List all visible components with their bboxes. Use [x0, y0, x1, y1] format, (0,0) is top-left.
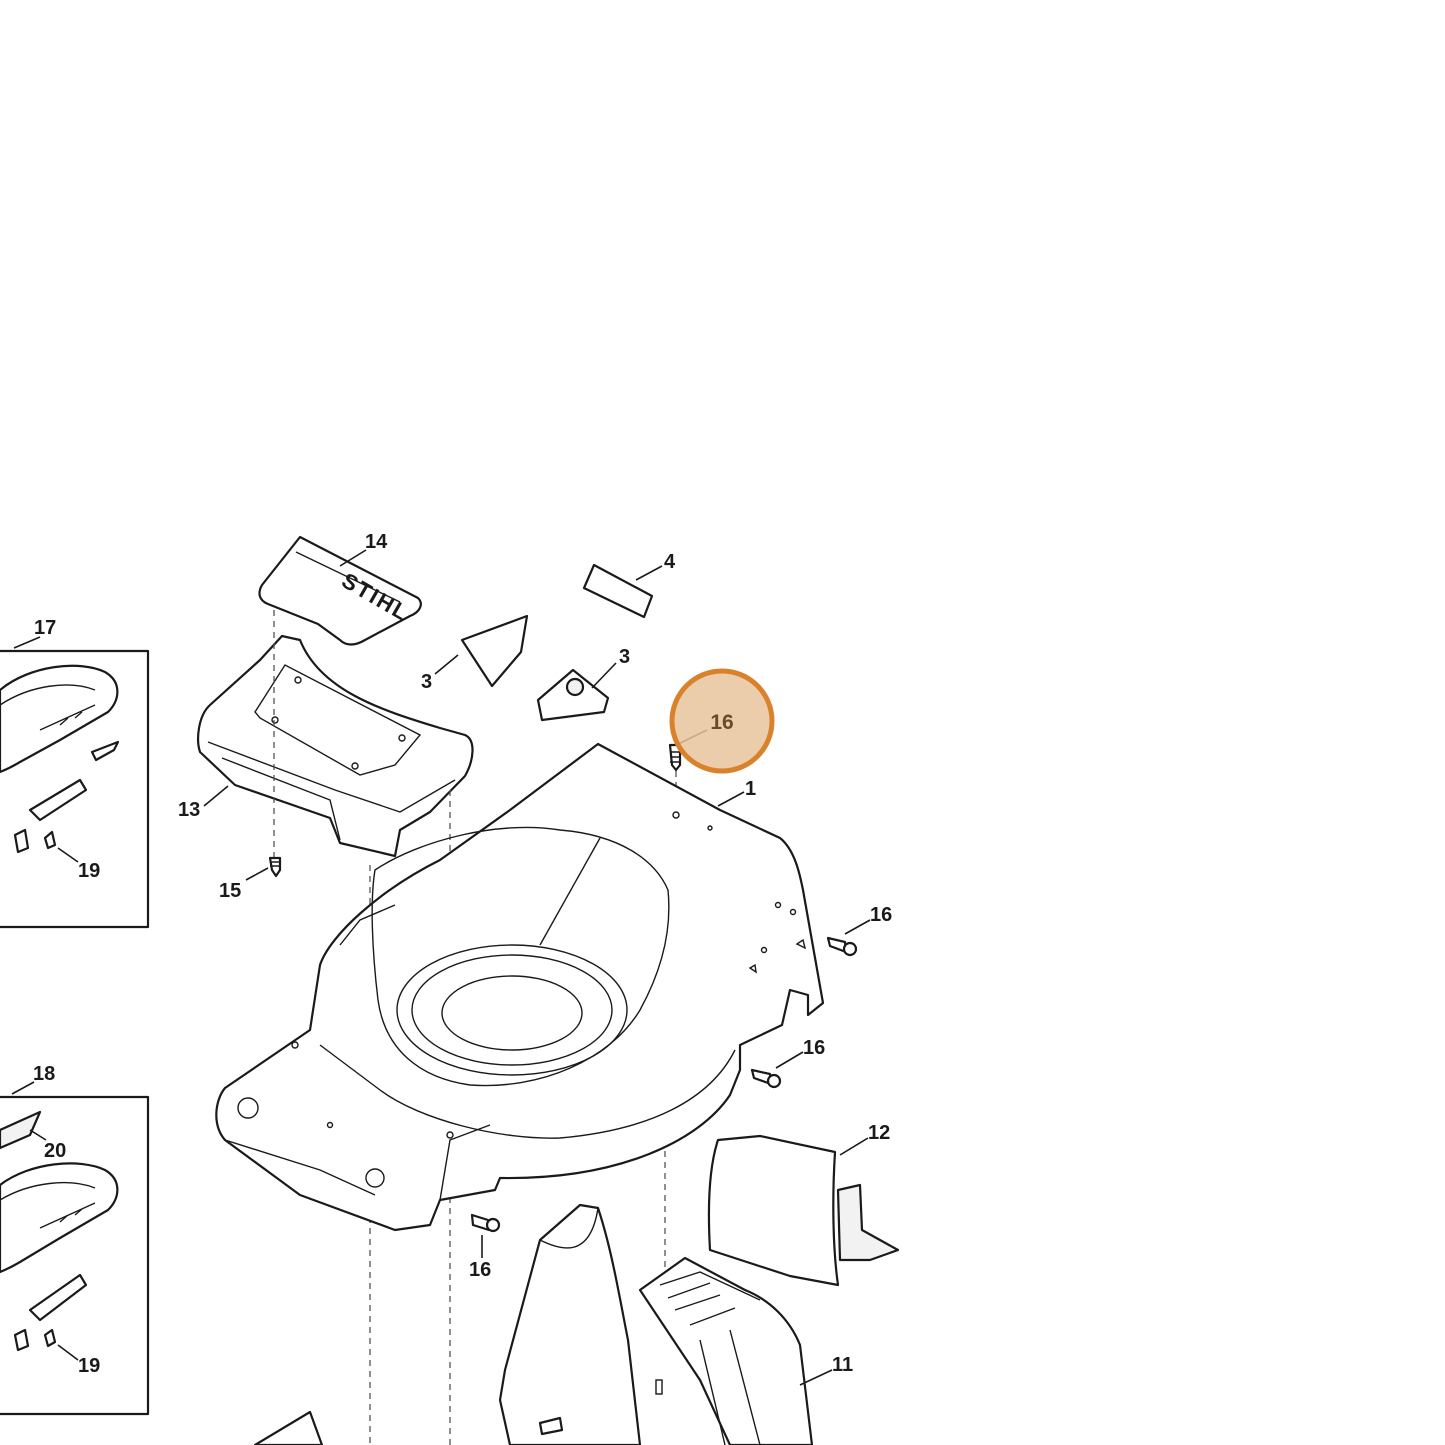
callout-4: 4	[664, 551, 676, 573]
callout-16-bottom: 16	[469, 1259, 491, 1281]
callout-19-top: 19	[78, 860, 100, 882]
highlight-label: 16	[710, 711, 733, 734]
part-3-plate-a	[460, 614, 529, 688]
part-16-screw-right-mid	[750, 1068, 782, 1089]
callout-3-a: 3	[421, 671, 432, 693]
callout-1: 1	[745, 778, 756, 800]
subassembly-17-box	[0, 636, 150, 929]
callout-12: 12	[868, 1122, 890, 1144]
callout-14: 14	[365, 531, 388, 553]
callout-13: 13	[178, 799, 200, 821]
part-13-housing	[197, 634, 474, 858]
part-16-screw-right-top	[826, 936, 858, 957]
part-15-screw	[268, 856, 282, 878]
callout-18: 18	[33, 1063, 55, 1085]
part-16-screw-bottom	[470, 1213, 501, 1233]
callout-19-bottom: 19	[78, 1355, 100, 1377]
callout-15: 15	[219, 880, 241, 902]
callout-17: 17	[34, 617, 56, 639]
part-14-logo-cover: STIHL	[258, 535, 422, 646]
part-3-plate-b	[536, 668, 610, 722]
part-12-flap	[707, 1134, 900, 1287]
subassembly-18-box	[0, 1081, 150, 1416]
callout-16-right-mid: 16	[803, 1037, 825, 1059]
part-1-mower-deck	[215, 742, 825, 1232]
partial-part-bottom-left	[253, 1410, 324, 1445]
highlight-marker[interactable]: 16	[669, 668, 775, 774]
callout-3-b: 3	[619, 646, 630, 668]
part-4-strip	[582, 563, 654, 619]
callout-16-right-top: 16	[870, 904, 892, 926]
callout-20: 20	[44, 1140, 66, 1162]
callout-11: 11	[832, 1354, 853, 1376]
part-11-chute	[498, 1203, 814, 1445]
